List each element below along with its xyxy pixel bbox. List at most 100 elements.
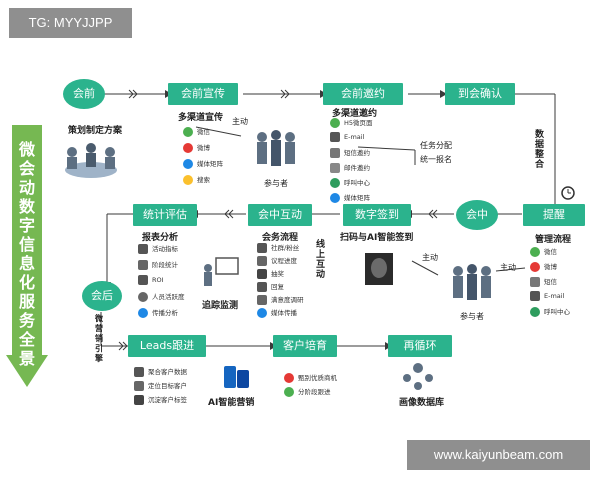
report-list: 活动指标 阶段统计 ROI 人员活跃度 传播分析: [138, 243, 185, 323]
sms-icon: [330, 148, 340, 158]
node-pre-meeting: 会前: [63, 79, 105, 109]
node-interaction: 会中互动: [248, 204, 312, 226]
database-icon: [134, 367, 144, 377]
promo-item-label: 微信: [197, 128, 210, 136]
report-item: 阶段统计: [138, 259, 185, 275]
globe-icon: [257, 308, 267, 318]
wechat-icon: [530, 247, 540, 257]
survey-icon: [257, 295, 267, 305]
invite-item-label: 邮件邀约: [344, 164, 370, 172]
label-portrait-db: 画像数据库: [399, 398, 445, 408]
label-report: 报表分析: [142, 233, 179, 243]
node-digital-signin: 数字签到: [343, 204, 411, 226]
conf-item: 社群/粉丝: [257, 242, 304, 255]
channel-tag: TG: MYYJJPP: [9, 8, 132, 38]
stage-icon: [284, 387, 294, 397]
promo-list: 微信 微博 媒体矩阵 搜索: [183, 126, 223, 190]
search-icon: [183, 175, 193, 185]
manage-item-label: 呼叫中心: [544, 308, 570, 316]
label-wechat-marketing: 微营销引擎: [95, 314, 103, 363]
label-plan: 策划制定方案: [68, 126, 123, 136]
manage-item: E-mail: [530, 291, 570, 306]
people-icon: [138, 292, 148, 302]
label-unify: 统一报名: [420, 155, 452, 164]
report-item: 传播分析: [138, 307, 185, 323]
label-invite-title: 多渠道邀约: [332, 109, 378, 119]
leads-item-label: 聚合客户数据: [148, 368, 187, 376]
report-item-label: 活动指标: [152, 245, 178, 253]
leads-list: 聚合客户数据 定位目标客户 沉淀客户标签: [134, 366, 187, 408]
invite-item: 邮件邀约: [330, 162, 373, 177]
promo-item-label: 搜索: [197, 176, 210, 184]
node-during-meeting: 会中: [456, 200, 498, 230]
globe-icon: [183, 159, 193, 169]
conf-item: 回复: [257, 281, 304, 294]
label-online-interaction: 线上互动: [316, 240, 326, 280]
report-item-label: ROI: [152, 276, 164, 284]
conf-item-label: 媒体传播: [271, 309, 297, 317]
node-cultivation: 客户培育: [273, 335, 337, 357]
report-item-label: 传播分析: [152, 309, 178, 317]
wechat-icon: [183, 127, 193, 137]
conf-item-label: 社群/粉丝: [271, 244, 300, 252]
label-active-2: 主动: [500, 263, 516, 272]
leads-item: 沉淀客户标签: [134, 394, 187, 408]
invite-list: H5微页面 E-mail 短信邀约 邮件邀约 呼叫中心 媒体矩阵: [330, 117, 373, 207]
manage-item: 短信: [530, 276, 570, 291]
label-promo-title: 多渠道宣传: [178, 113, 224, 123]
invite-item-label: H5微页面: [344, 119, 373, 127]
report-item-label: 人员活跃度: [152, 293, 185, 301]
manage-item-label: 微信: [544, 248, 557, 256]
invite-item-label: E-mail: [344, 133, 365, 141]
invite-item: 呼叫中心: [330, 177, 373, 192]
weibo-icon: [183, 143, 193, 153]
meeting-people-icon: [65, 143, 117, 178]
promo-item: 微博: [183, 142, 223, 158]
invite-item-label: 呼叫中心: [344, 179, 370, 187]
label-ai-marketing: AI智能营销: [208, 398, 255, 408]
medal-icon: [284, 373, 294, 383]
label-tracking: 追踪监测: [202, 301, 239, 311]
manage-item-label: 短信: [544, 278, 557, 286]
leads-item-label: 沉淀客户标签: [148, 396, 187, 404]
sidebar-arrow: [6, 125, 48, 387]
watermark-badge: www.kaiyunbeam.com: [407, 440, 590, 470]
conf-item: 满意度调研: [257, 294, 304, 307]
envelope-icon: [330, 163, 340, 173]
invite-item: E-mail: [330, 132, 373, 147]
mail-icon: [530, 291, 540, 301]
presenter-icon: [204, 257, 239, 286]
cultivate-item-label: 分阶段跟进: [298, 388, 331, 396]
conf-list: 社群/粉丝 议程进度 抽奖 回复 满意度调研 媒体传播: [257, 242, 304, 320]
invite-item: 媒体矩阵: [330, 192, 373, 207]
chat-bubble-icon: [330, 118, 340, 128]
node-promotion: 会前宣传: [168, 83, 238, 105]
manage-item-label: 微博: [544, 263, 557, 271]
report-item: ROI: [138, 275, 185, 291]
promo-item: 微信: [183, 126, 223, 142]
reply-icon: [257, 282, 267, 292]
node-evaluation: 统计评估: [133, 204, 197, 226]
invite-item: 短信邀约: [330, 147, 373, 162]
node-invitation: 会前邀约: [323, 83, 403, 105]
conf-item-label: 议程进度: [271, 257, 297, 265]
label-manage-flow: 管理流程: [535, 235, 572, 245]
target-icon: [134, 381, 144, 391]
conf-item: 议程进度: [257, 255, 304, 268]
group-icon: [257, 243, 267, 253]
globe-icon: [330, 193, 340, 203]
label-task: 任务分配: [420, 141, 452, 150]
tag-icon: [134, 395, 144, 405]
conf-item-label: 回复: [271, 283, 284, 291]
participants-icon: [257, 130, 295, 166]
bar-chart-icon: [138, 260, 148, 270]
face-scan-icon: [365, 253, 393, 285]
indicator-icon: [138, 244, 148, 254]
promo-item-label: 微博: [197, 144, 210, 152]
conf-item: 媒体传播: [257, 307, 304, 320]
leads-item: 定位目标客户: [134, 380, 187, 394]
node-leads-followup: Leads跟进: [128, 335, 206, 357]
promo-item: 搜索: [183, 174, 223, 190]
roi-icon: [138, 275, 148, 285]
label-active-1: 主动: [232, 117, 248, 126]
